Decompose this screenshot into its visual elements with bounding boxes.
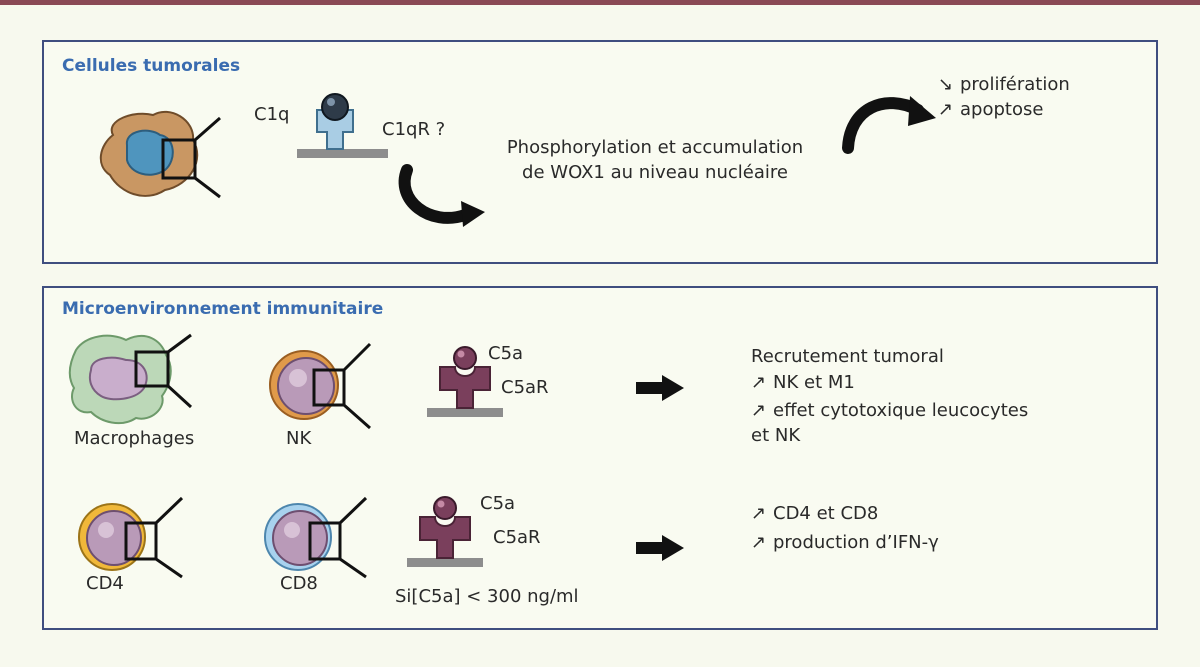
nk-cell-icon (269, 342, 372, 430)
outcome-proliferation: ↘prolifération (938, 74, 1070, 95)
effect-nk-m1: ↗NK et M1 (751, 372, 855, 393)
effect-cytotoxic: ↗effet cytotoxique leucocytes (751, 400, 1029, 421)
c1q-label: C1q (254, 104, 290, 125)
c1qr-label: C1qR ? (382, 119, 446, 140)
right-arrow-icon (636, 535, 684, 561)
c5a-concentration-condition: Si[C5a] < 300 ng/ml (395, 586, 579, 607)
c5a-label: C5a (488, 343, 524, 364)
macrophages-label: Macrophages (74, 428, 195, 449)
top-accent-bar (0, 0, 1200, 5)
increase-arrow-icon: ↗ (751, 532, 767, 553)
cd8-cell-icon (264, 496, 368, 579)
c1qr-receptor-icon (297, 93, 388, 158)
wox1-effect-line-1: Phosphorylation et accumulation (506, 137, 804, 158)
immune-microenvironment-title: Microenvironnement immunitaire (62, 299, 384, 319)
effect-cd4-cd8: ↗CD4 et CD8 (751, 503, 879, 524)
macrophage-icon (68, 333, 193, 425)
nk-label: NK (286, 428, 312, 449)
increase-arrow-icon: ↗ (751, 503, 767, 524)
c5ar-receptor-icon (427, 346, 503, 417)
tumor-cells-panel (42, 40, 1158, 264)
decrease-arrow-icon: ↘ (938, 74, 954, 95)
increase-arrow-icon: ↗ (751, 400, 767, 421)
increase-arrow-icon: ↗ (938, 99, 954, 120)
outcome-apoptosis: ↗apoptose (938, 99, 1044, 120)
c5ar-receptor-icon (407, 496, 483, 567)
wox1-effect-line-2: de WOX1 au niveau nucléaire (522, 162, 788, 183)
increase-arrow-icon: ↗ (751, 372, 767, 393)
cd4-label: CD4 (86, 573, 124, 594)
effect-cytotoxic-continuation: et NK (751, 425, 801, 446)
right-arrow-icon (636, 375, 684, 401)
curved-arrow-icon (398, 164, 485, 227)
cd8-label: CD8 (280, 573, 318, 594)
cd4-cell-icon (78, 496, 184, 579)
curved-arrow-icon (842, 96, 936, 154)
tumor-cells-title: Cellules tumorales (62, 56, 241, 76)
c5a-label: C5a (480, 493, 516, 514)
recruitment-heading: Recrutement tumoral (751, 346, 944, 367)
effect-ifn-gamma: ↗production d’IFN-γ (751, 532, 939, 553)
c5ar-label: C5aR (501, 377, 549, 398)
tumor-cell-icon (99, 110, 221, 199)
immune-microenvironment-panel (42, 286, 1158, 630)
c5ar-label: C5aR (493, 527, 541, 548)
